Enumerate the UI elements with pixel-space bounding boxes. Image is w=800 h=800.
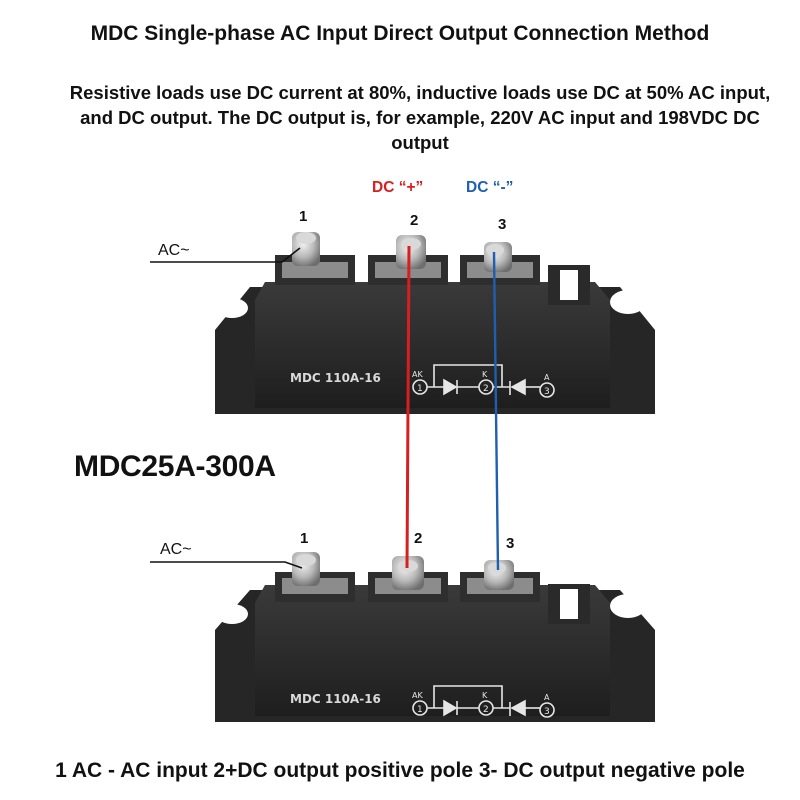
- dc-positive-label: DC “+”: [372, 179, 424, 196]
- terminal-number-1: 1: [417, 384, 423, 394]
- pin-legend: 1 AC - AC input 2+DC output positive pol…: [55, 759, 745, 782]
- pin-number-1: 1: [299, 208, 308, 225]
- terminal-number-2: 2: [483, 384, 489, 394]
- terminal-screw-1-icon: [292, 232, 320, 266]
- terminal-number-3: 3: [544, 387, 550, 397]
- ac-wire: [150, 247, 301, 263]
- terminal-ak-label: AK: [412, 370, 423, 379]
- ac-input-label: AC~: [158, 242, 190, 259]
- terminal-screw-1-icon: [292, 552, 320, 586]
- module-top: MDC 110A-16 AK K A 1 2 3: [150, 232, 655, 414]
- terminal-number-2: 2: [483, 705, 489, 715]
- terminal-number-1: 1: [417, 705, 423, 715]
- diode-schematic-icon: [412, 364, 555, 398]
- diagram-title: MDC Single-phase AC Input Direct Output …: [90, 22, 710, 45]
- terminal-a-label: A: [544, 373, 550, 382]
- diode-schematic-icon: [412, 685, 555, 718]
- terminal-screw-3-icon: [484, 242, 512, 272]
- terminal-k-label: K: [482, 370, 488, 379]
- ac-input-label: AC~: [160, 541, 192, 558]
- load-note: Resistive loads use DC current at 80%, i…: [69, 82, 771, 153]
- module-marking: MDC 110A-16: [290, 371, 381, 385]
- positive-wire: [405, 245, 411, 569]
- terminal-a-label: A: [544, 693, 550, 702]
- module-marking: MDC 110A-16: [290, 692, 381, 706]
- ac-wire: [150, 561, 303, 569]
- model-range-label: MDC25A-300A: [74, 450, 276, 483]
- pin-number-3: 3: [506, 535, 515, 552]
- terminal-number-3: 3: [544, 707, 550, 717]
- negative-wire: [492, 251, 500, 571]
- pin-number-2: 2: [414, 530, 423, 547]
- pin-number-2: 2: [410, 212, 419, 229]
- terminal-ak-label: AK: [412, 691, 423, 700]
- dc-negative-label: DC “-”: [466, 179, 514, 196]
- terminal-k-label: K: [482, 691, 488, 700]
- terminal-screw-2-icon: [396, 235, 426, 269]
- pin-number-1: 1: [300, 530, 309, 547]
- pin-number-3: 3: [498, 216, 507, 233]
- module-bottom: MDC 110A-16 AK K A 1 2 3: [150, 552, 655, 722]
